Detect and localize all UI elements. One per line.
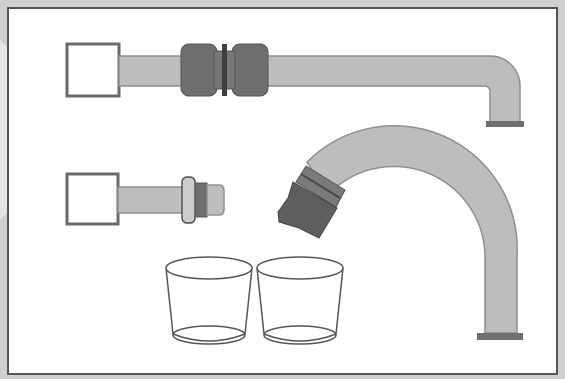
middle-pipe[interactable]: [117, 186, 185, 214]
middle-source-box[interactable]: [65, 172, 120, 226]
valve-spout: [206, 184, 225, 216]
cup-2-base: [263, 325, 337, 345]
cup-1-rim: [165, 256, 253, 280]
curved-pipe-elbow-icon[interactable]: [306, 125, 518, 334]
top-pipe-coupling-icon[interactable]: [180, 43, 269, 97]
valve-collar-left: [181, 176, 196, 224]
cup-2-rim: [256, 256, 344, 280]
middle-valve-icon[interactable]: [181, 176, 225, 224]
cup-1[interactable]: [165, 256, 253, 345]
top-pipe-outlet-flange: [486, 121, 524, 127]
coupling-right-collar: [231, 43, 269, 97]
cup-2[interactable]: [256, 256, 344, 345]
coupling-left-collar: [180, 43, 218, 97]
nozzle-collar-line: [300, 173, 341, 199]
coupling-divider: [222, 44, 227, 96]
middle-pipe-assembly[interactable]: [65, 172, 225, 226]
curved-pipe-assembly[interactable]: [277, 125, 523, 340]
nozzle-body: [277, 181, 338, 239]
top-pipe-assembly[interactable]: [65, 42, 524, 127]
valve-body: [194, 182, 208, 218]
curved-pipe-outlet-flange: [477, 333, 523, 340]
nozzle-icon[interactable]: [277, 165, 346, 239]
cup-1-base: [172, 325, 246, 345]
top-source-box[interactable]: [65, 42, 121, 98]
